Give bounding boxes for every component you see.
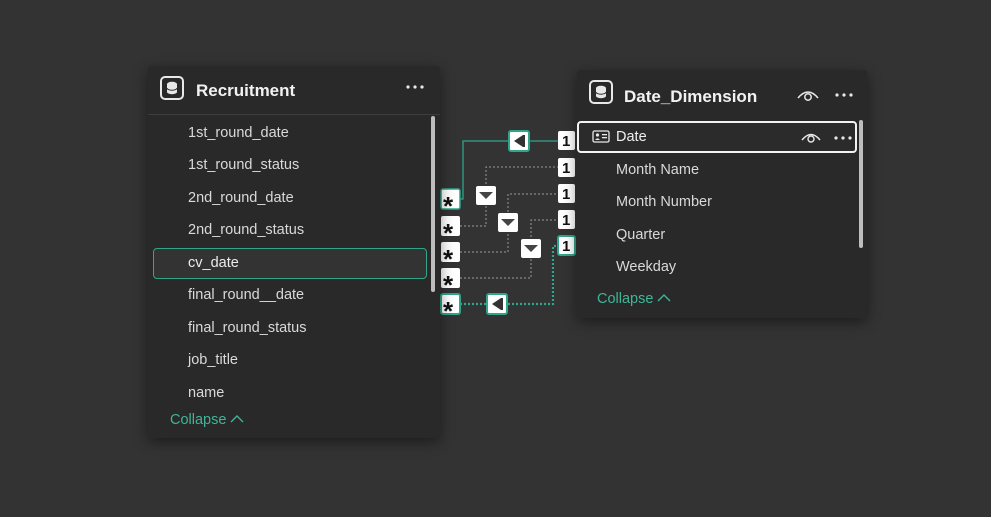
field-row[interactable]: Quarter — [582, 219, 857, 251]
recruitment-table-header[interactable]: Recruitment — [148, 66, 440, 115]
field-row[interactable]: 2nd_round_status — [153, 215, 427, 246]
eye-icon[interactable] — [797, 88, 819, 104]
field-label: Date — [616, 129, 647, 145]
chevron-up-icon — [657, 293, 671, 302]
one-symbol: 1 — [562, 133, 570, 150]
cardinality-one-markers: 1 1 1 1 1 — [557, 131, 576, 256]
date-dimension-table-card[interactable]: Date_Dimension Date Month Name Month Num… — [577, 70, 867, 318]
collapse-label: Collapse — [170, 412, 227, 428]
field-label: 1st_round_date — [188, 125, 289, 141]
field-label: Weekday — [616, 259, 677, 275]
one-symbol: 1 — [562, 238, 570, 255]
cardinality-many-markers: * * * * * — [440, 188, 461, 326]
field-row[interactable]: 2nd_round_date — [153, 183, 427, 214]
field-row[interactable]: name — [153, 378, 427, 409]
field-row[interactable]: final_round_status — [153, 313, 427, 344]
field-label: cv_date — [188, 255, 239, 271]
field-label: Month Number — [616, 194, 712, 210]
many-symbol: * — [443, 244, 454, 274]
field-row[interactable]: 1st_round_date — [153, 118, 427, 149]
collapse-label: Collapse — [597, 291, 654, 307]
field-label: 2nd_round_date — [188, 190, 294, 206]
field-label: final_round__date — [188, 287, 305, 303]
field-row[interactable]: 1st_round_status — [153, 150, 427, 181]
field-label: Month Name — [616, 162, 700, 178]
chevron-up-icon — [230, 414, 244, 423]
table-icon — [589, 80, 613, 104]
relationship-line-highlighted[interactable] — [460, 244, 558, 306]
key-card-icon — [592, 130, 610, 143]
one-symbol: 1 — [562, 212, 570, 229]
arrow-left-icon — [508, 130, 530, 152]
field-row[interactable]: Month Number — [582, 186, 857, 218]
more-options-icon[interactable] — [834, 136, 852, 140]
many-symbol: * — [443, 296, 454, 326]
one-symbol: 1 — [562, 186, 570, 203]
field-label: name — [188, 385, 225, 401]
arrow-left-icon — [486, 293, 508, 315]
field-row-selected[interactable]: cv_date — [153, 248, 427, 279]
field-row[interactable]: Month Name — [582, 154, 857, 186]
date-dimension-table-header[interactable]: Date_Dimension — [577, 70, 867, 118]
arrow-down-icon — [476, 186, 496, 205]
collapse-button[interactable]: Collapse — [597, 291, 671, 307]
field-label: final_round_status — [188, 320, 307, 336]
many-symbol: * — [443, 218, 454, 248]
field-row[interactable]: job_title — [153, 345, 427, 376]
arrow-down-icon — [521, 239, 541, 258]
relationship-line-inactive[interactable] — [460, 166, 558, 227]
field-label: Quarter — [616, 227, 666, 243]
recruitment-table-card[interactable]: Recruitment 1st_round_date 1st_round_sta… — [148, 66, 440, 438]
table-title: Recruitment — [196, 81, 296, 100]
table-icon — [160, 76, 184, 100]
eye-icon[interactable] — [801, 131, 821, 144]
many-symbol: * — [443, 191, 454, 221]
collapse-button[interactable]: Collapse — [170, 412, 244, 428]
more-options-icon[interactable] — [833, 88, 855, 104]
field-row[interactable]: Weekday — [582, 251, 857, 283]
more-options-icon[interactable] — [404, 80, 426, 96]
table-title: Date_Dimension — [624, 87, 758, 106]
scrollbar[interactable] — [859, 120, 863, 248]
one-symbol: 1 — [562, 160, 570, 177]
arrow-down-icon — [498, 213, 518, 232]
field-label: job_title — [188, 352, 238, 368]
field-row-selected[interactable]: Date — [577, 121, 857, 153]
field-row[interactable]: final_round__date — [153, 280, 427, 311]
field-label: 1st_round_status — [188, 157, 300, 173]
scrollbar[interactable] — [431, 116, 435, 292]
field-label: 2nd_round_status — [188, 222, 305, 238]
many-symbol: * — [443, 270, 454, 300]
